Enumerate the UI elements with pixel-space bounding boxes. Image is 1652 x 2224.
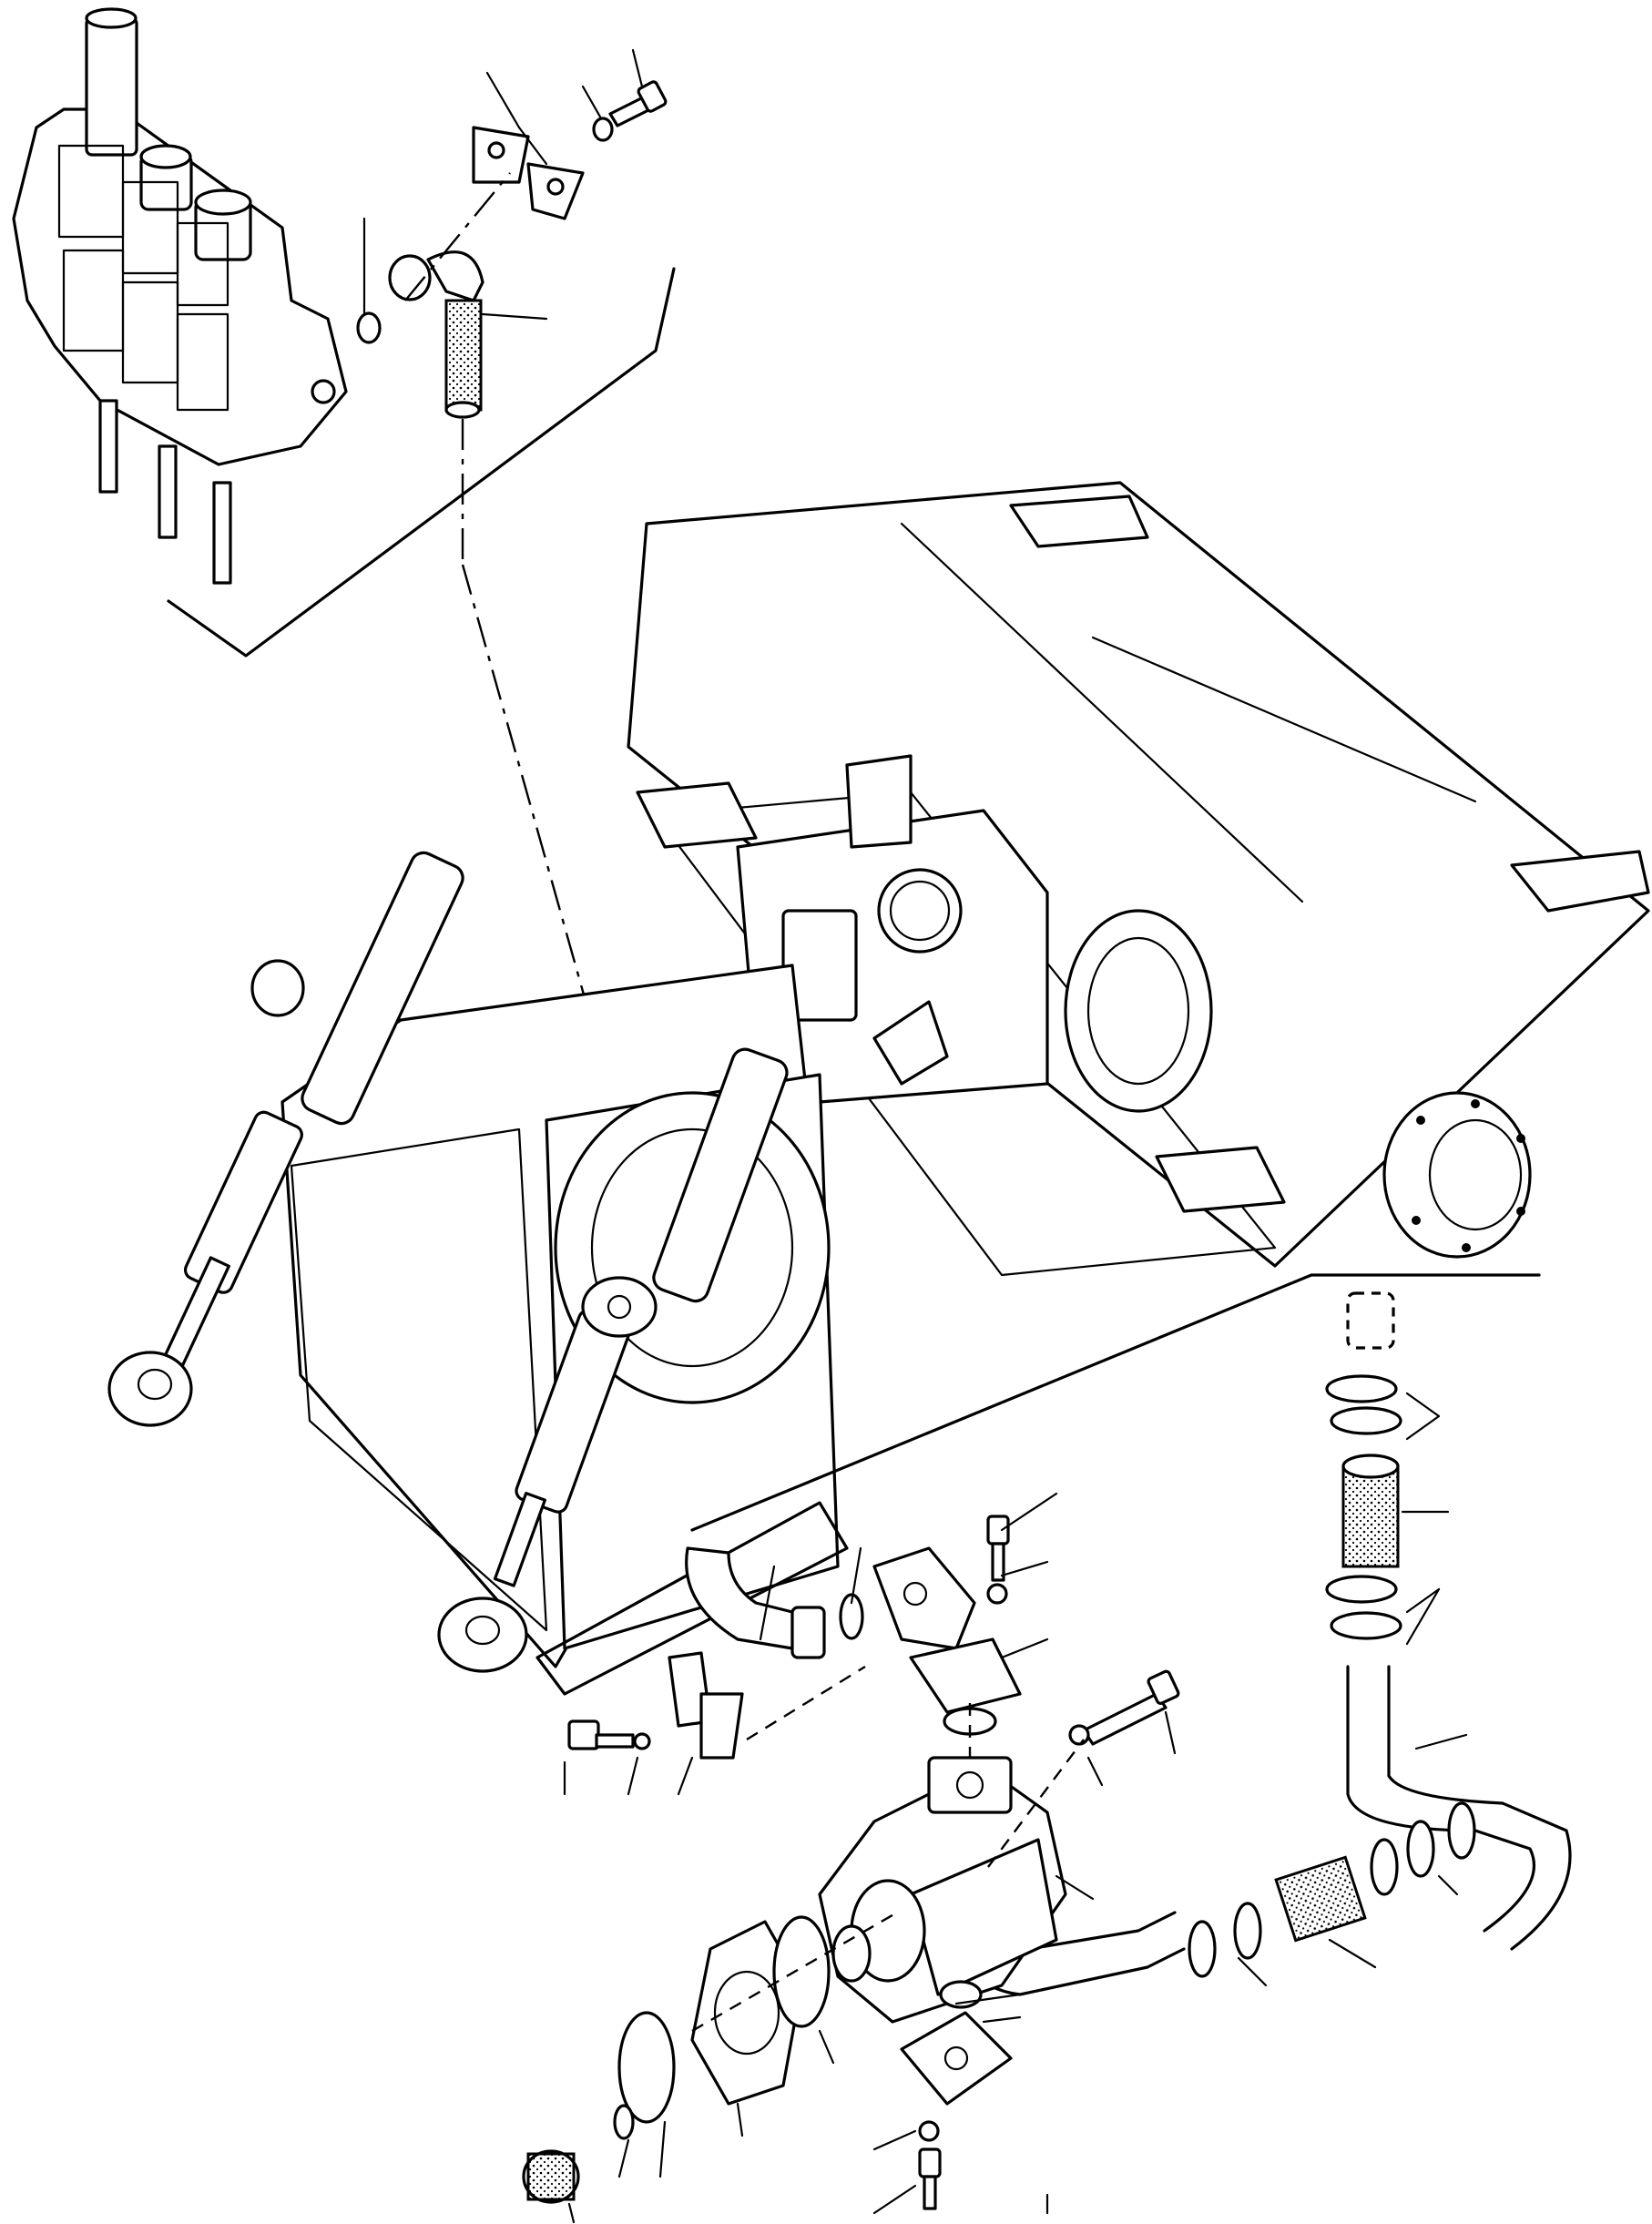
return-hose [1325, 1291, 1572, 1951]
section-break-line [690, 1273, 1541, 1532]
axle-hub [1382, 1091, 1532, 1259]
control-valve-assembly [12, 7, 676, 658]
callout-leaders [563, 1492, 1459, 2224]
lift-cylinder-left [107, 851, 464, 1427]
lift-cylinder-right [437, 1047, 789, 1673]
chassis-frame [627, 481, 1650, 1277]
hydraulic-pump [522, 1515, 1180, 2210]
